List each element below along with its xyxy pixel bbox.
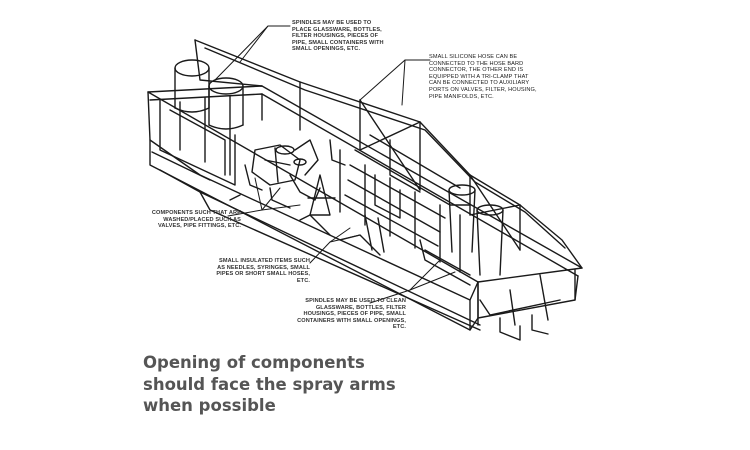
callout-center: SMALL INSULATED ITEMS SUCH AS NEEDLES, S… xyxy=(216,258,310,284)
rack-frame xyxy=(147,39,583,341)
callout-right: SMALL SILICONE HOSE CAN BE CONNECTED TO … xyxy=(429,54,537,100)
caption-line-3: when possible xyxy=(143,396,276,415)
caption-line-1: Opening of components xyxy=(143,353,365,372)
callout-bottom: SPINDLES MAY BE USED TO CLEAN GLASSWARE,… xyxy=(297,298,406,331)
post-cylinders xyxy=(174,59,504,276)
figure-caption: Opening of components should face the sp… xyxy=(143,352,443,417)
leader-lines xyxy=(214,25,456,304)
callout-left: COMPONENTS SUCH THAT ARE WASHED/PLACED S… xyxy=(151,210,241,230)
components-cluster xyxy=(244,139,385,253)
callout-top: SPINDLES MAY BE USED TO PLACE GLASSWARE,… xyxy=(292,20,384,53)
caption-line-2: should face the spray arms xyxy=(143,374,396,394)
